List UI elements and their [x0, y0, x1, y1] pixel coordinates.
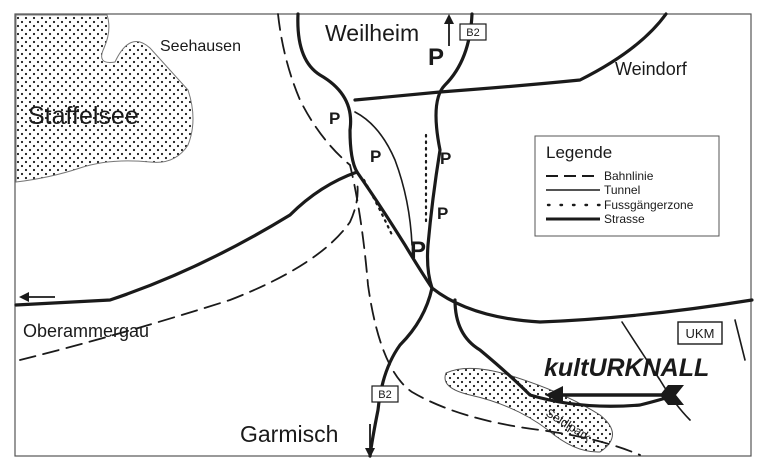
legend-label-tunnel: Tunnel: [604, 183, 640, 197]
railway-oberammergau: [19, 181, 359, 361]
road-north-b2: [425, 12, 474, 290]
parking-2: P: [370, 147, 381, 166]
road-weindorf: [353, 12, 668, 102]
label-garmisch: Garmisch: [240, 421, 338, 447]
road-venue-connector: [453, 298, 674, 408]
parking-1: P: [329, 109, 340, 128]
railway-main: [277, 13, 641, 456]
arrow-left-icon: [19, 292, 55, 302]
arrow-up-icon: [444, 14, 454, 46]
label-oberammergau: Oberammergau: [23, 321, 149, 341]
road-center-diag: [355, 170, 434, 290]
label-weilheim: Weilheim: [325, 20, 419, 46]
parking-center: P: [410, 237, 426, 264]
parking-north: P: [428, 44, 444, 71]
road-oberammergau: [14, 170, 359, 307]
tunnel-street: [354, 111, 413, 246]
legend-label-fussgaengerzone: Fussgängerzone: [604, 198, 694, 212]
road-shield-north-label: B2: [466, 27, 479, 39]
legend: Legende Bahnlinie Tunnel Fussgängerzone …: [534, 135, 720, 237]
parking-3: P: [440, 149, 451, 168]
road-shield-north: B2: [459, 23, 487, 41]
parking-4: P: [437, 204, 448, 223]
legend-title: Legende: [546, 143, 612, 162]
road-shield-south-label: B2: [378, 389, 391, 401]
venue-arrow-icon: [545, 385, 684, 405]
road-shield-south: B2: [371, 385, 399, 403]
arrow-down-icon: [365, 424, 375, 458]
road-weilheim: [296, 12, 359, 174]
legend-label-bahnlinie: Bahnlinie: [604, 169, 654, 183]
venue-abbr-box: UKM: [677, 321, 723, 345]
venue-abbr-label: UKM: [686, 326, 715, 341]
road-south: [368, 286, 434, 458]
seidlpark-area: [444, 367, 613, 453]
thin-street-loop: [734, 319, 746, 361]
label-seehausen: Seehausen: [160, 38, 241, 55]
venue-name: kultURKNALL: [544, 354, 709, 382]
label-staffelsee: Staffelsee: [28, 102, 139, 130]
road-east: [430, 286, 754, 324]
label-weindorf: Weindorf: [615, 59, 688, 79]
legend-label-strasse: Strasse: [604, 212, 645, 226]
lake-staffelsee: [15, 14, 194, 183]
thin-street-east: [621, 321, 691, 421]
